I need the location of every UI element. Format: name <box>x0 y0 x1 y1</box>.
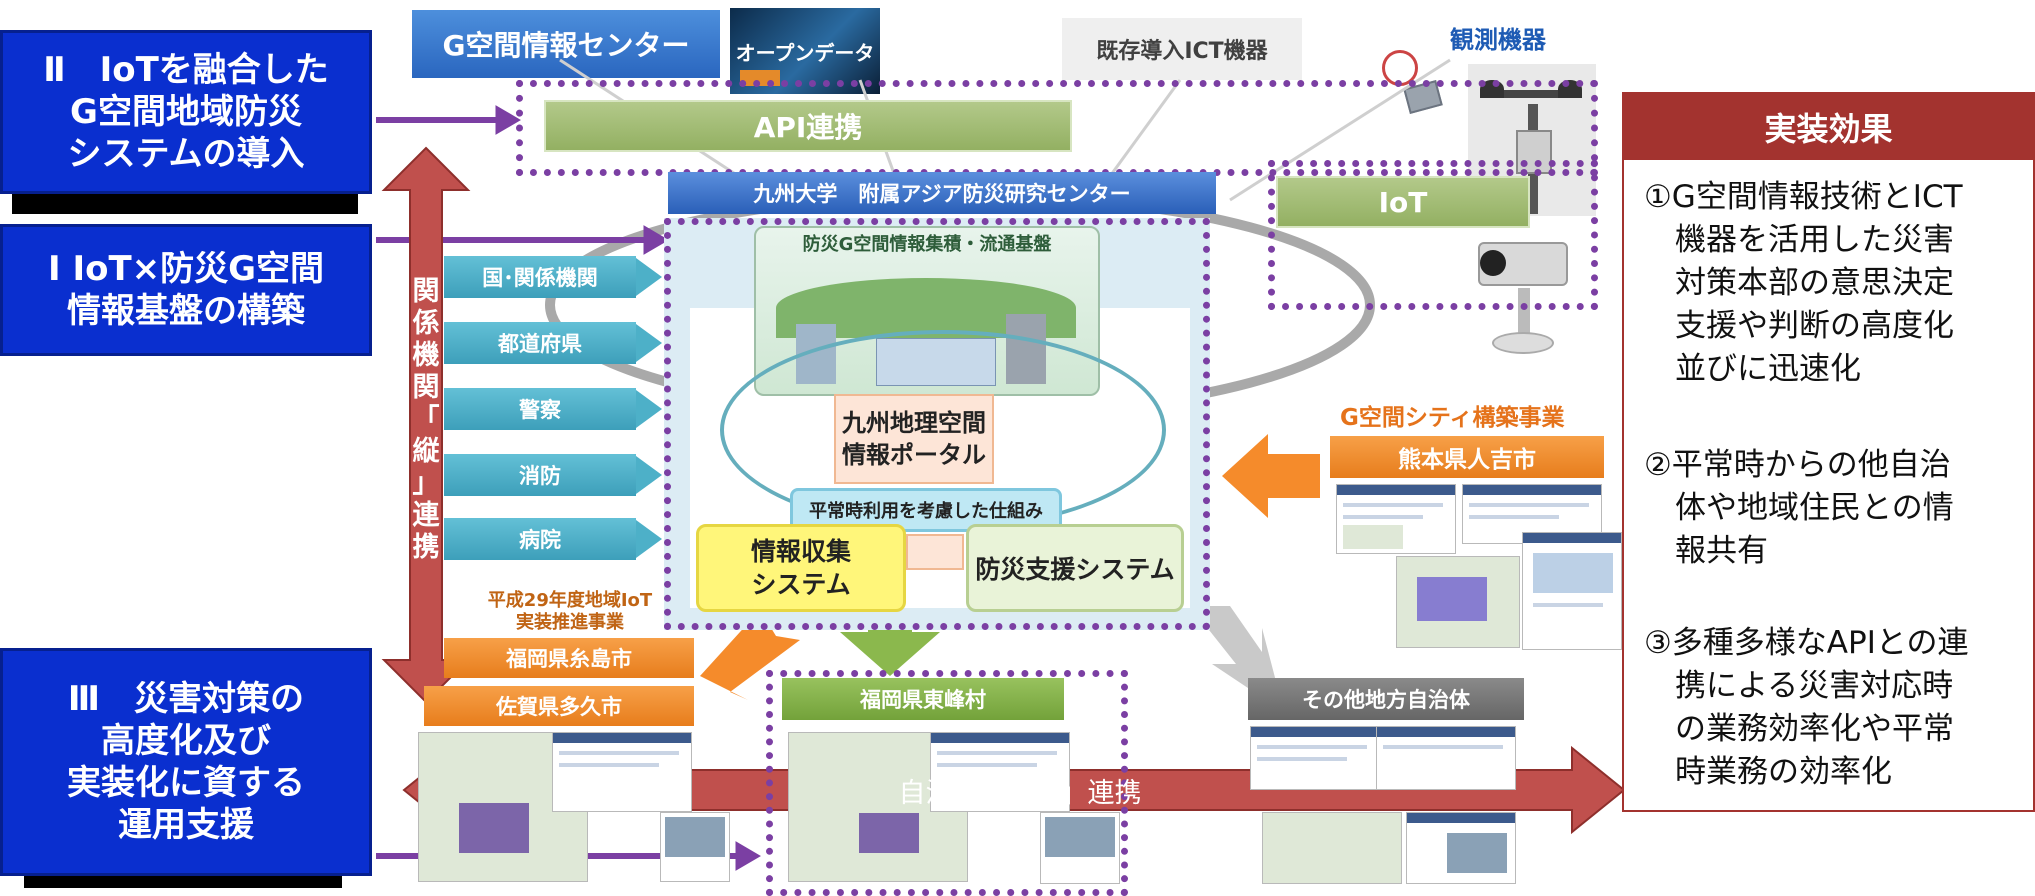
vertical-label-char: 関 <box>412 372 440 403</box>
disaster-support-system: 防災支援システム <box>966 524 1184 612</box>
vertical-label-char: 「 <box>412 404 440 435</box>
toho-screenshot-photo <box>1040 812 1120 884</box>
agency-fire: 消防 <box>444 454 636 496</box>
others-screenshot-2 <box>1376 726 1516 790</box>
open-data-label: オープンデータ <box>735 40 875 65</box>
others-screenshot-1 <box>1250 726 1380 790</box>
vertical-coordination-label: 関 係 機 関 「 縦 」 連 携 <box>404 276 448 564</box>
taku-screenshot-photo <box>660 812 730 882</box>
iot-bar: IoT <box>1276 176 1530 228</box>
green-down-arrow <box>840 612 940 676</box>
security-camera-image <box>1470 232 1580 362</box>
h29-project-title: 平成29年度地域IoT 実装推進事業 <box>487 590 653 633</box>
agency-police: 警察 <box>444 388 636 430</box>
panel-iii-operation-support: Ⅲ 災害対策の 高度化及び 実装化に資する 運用支援 <box>0 648 372 876</box>
agency-hospital: 病院 <box>444 518 636 560</box>
effects-header: 実装効果 <box>1624 94 2033 160</box>
effects-panel: 実装効果 ①G空間情報技術とICT 機器を活用した災害 対策本部の意思決定 支援… <box>1622 92 2035 812</box>
others-screenshot-map <box>1262 812 1402 884</box>
kyushu-university-header: 九州大学 附属アジア防災研究センター <box>668 172 1216 214</box>
others-screenshot-3 <box>1406 812 1516 884</box>
observation-label: 観測機器 <box>1450 26 1546 54</box>
orange-arrows <box>700 434 1320 700</box>
other-municipalities: その他地方自治体 <box>1248 678 1524 720</box>
effect-item-2: ②平常時からの他自治 体や地域住民との情 報共有 <box>1644 447 1954 569</box>
agency-arrowheads <box>636 258 662 558</box>
toho-outline <box>766 670 1128 896</box>
panel-ii-iot-fusion: Ⅱ IoTを融合した G空間地域防災 システムの導入 <box>0 30 372 194</box>
existing-ict-banner: 既存導入ICT機器 <box>1062 18 1302 80</box>
gcity-title: G空間シティ構築事業 <box>1340 405 1565 431</box>
hitoyoshi-screenshot-3 <box>1522 532 1622 650</box>
info-collection-system: 情報収集 システム <box>696 524 906 612</box>
vertical-label-char: 縦 <box>412 436 440 467</box>
hitoyoshi-map <box>1396 556 1520 648</box>
api-integration-bar: API連携 <box>544 100 1072 152</box>
horizontal-coordination-label: 自治体間「横」連携 <box>898 777 1142 809</box>
panel-i-iot-gspace: Ⅰ IoT×防災G空間 情報基盤の構築 <box>0 224 372 356</box>
iot-group-outline <box>1268 160 1598 310</box>
city-itoshima: 福岡県糸島市 <box>444 638 694 678</box>
vertical-label-char: 機 <box>412 340 440 371</box>
vertical-label-char: 携 <box>412 532 440 563</box>
vertical-label-char: 」 <box>412 468 440 499</box>
vertical-label-char: 係 <box>412 308 440 339</box>
portal-stem <box>906 534 964 570</box>
toho-screenshot-table <box>930 732 1070 812</box>
taku-screenshot-table <box>552 732 692 812</box>
agency-national: 国･関係機関 <box>444 256 636 298</box>
vertical-label-char: 連 <box>412 500 440 531</box>
g-space-center-banner: G空間情報センター <box>412 10 720 78</box>
effect-item-3: ③多種多様なAPIとの連 携による災害対応時 の業務効率化や平常 時業務の効率化 <box>1644 625 1969 790</box>
vertical-label-char: 関 <box>412 276 440 307</box>
hitoyoshi-screenshot-1 <box>1336 484 1456 554</box>
gcity-city-hitoyoshi: 熊本県人吉市 <box>1330 436 1604 478</box>
open-data-image: オープンデータ <box>730 8 880 94</box>
kyushu-geo-portal: 九州地理空間 情報ポータル <box>834 394 994 484</box>
city-taku: 佐賀県多久市 <box>424 686 694 726</box>
effect-item-1: ①G空間情報技術とICT 機器を活用した災害 対策本部の意思決定 支援や判断の高… <box>1644 179 1963 387</box>
agency-prefecture: 都道府県 <box>444 322 636 364</box>
anemometer-image <box>1468 64 1596 216</box>
city-toho: 福岡県東峰村 <box>782 678 1064 720</box>
platform-title: 防災G空間情報集積・流通基盤 <box>802 234 1052 255</box>
